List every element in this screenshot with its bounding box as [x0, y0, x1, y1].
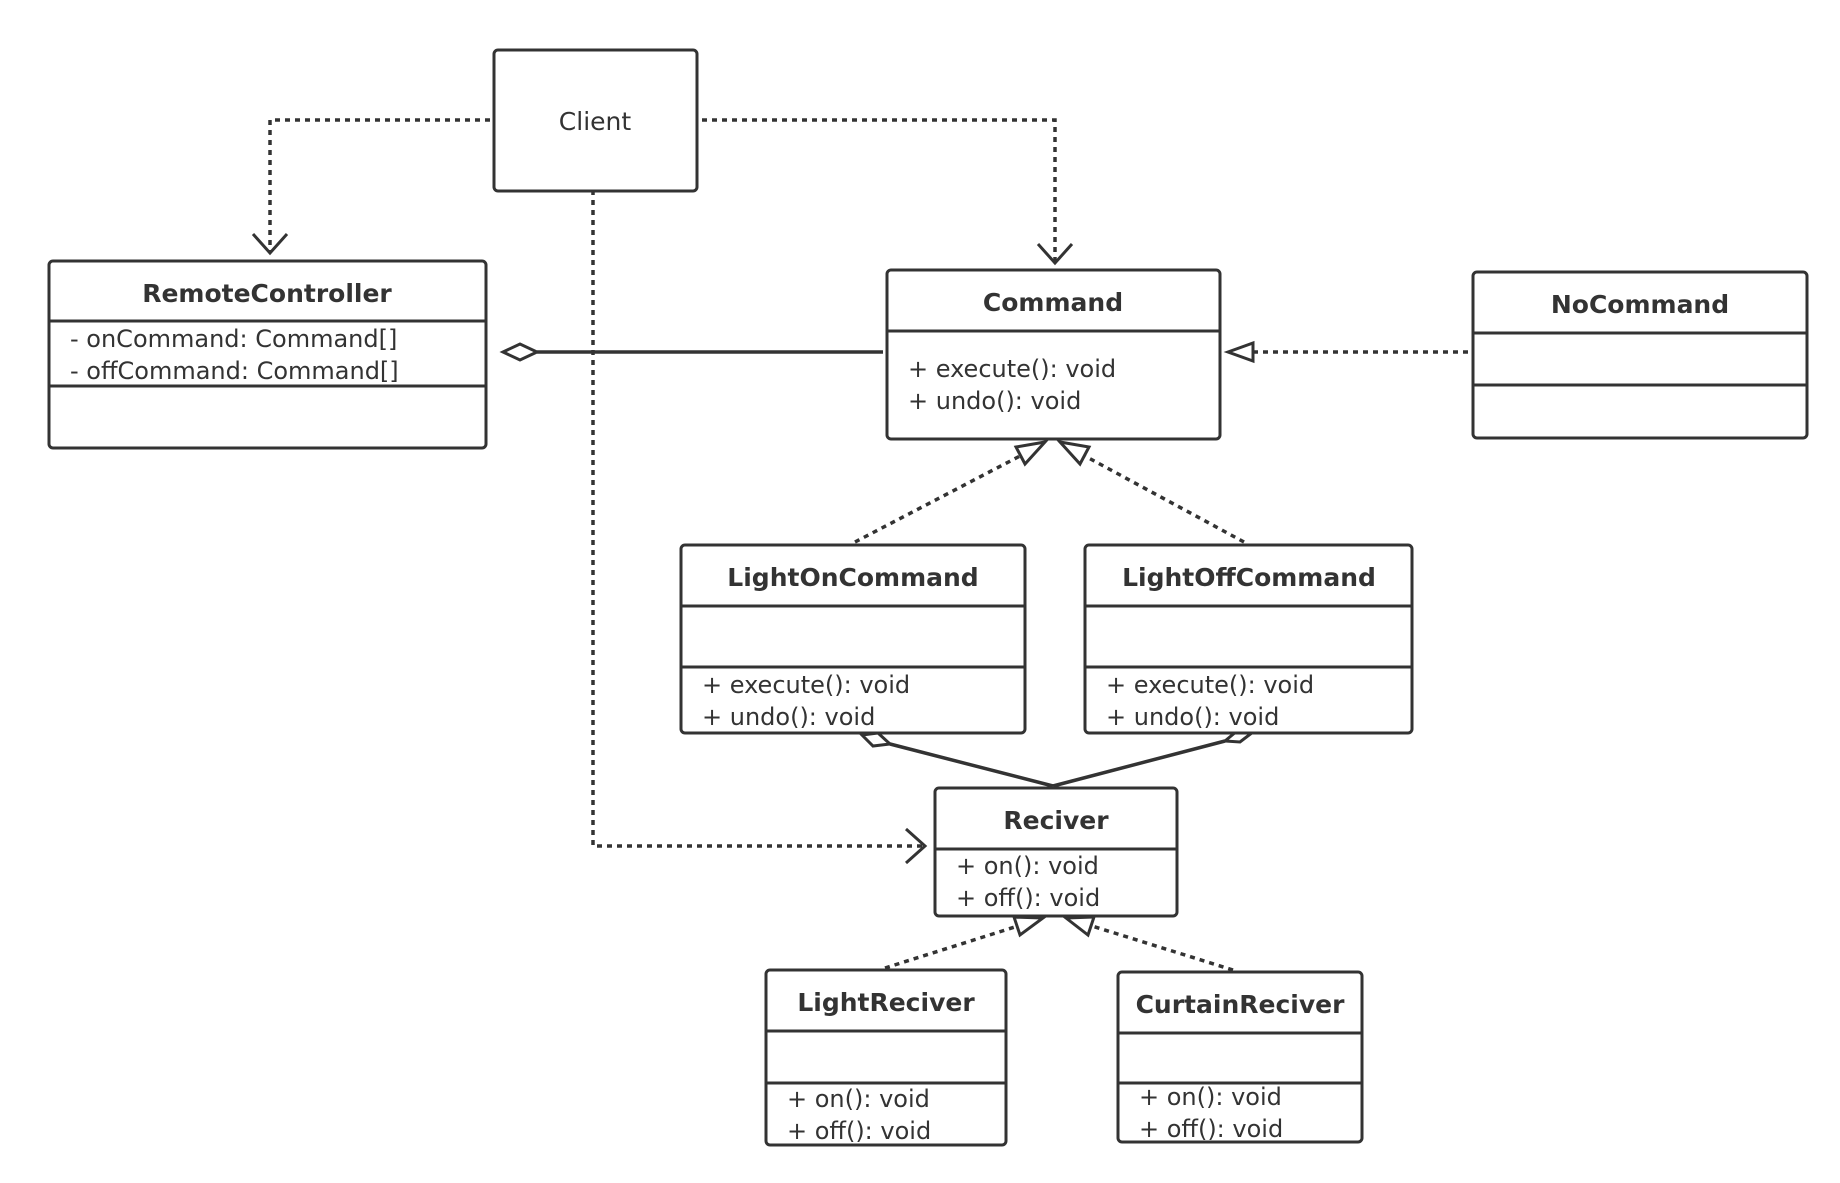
aggregation-diamond: [499, 342, 541, 362]
class-client[interactable]: Client: [492, 48, 699, 193]
realization-triangle: [1055, 439, 1092, 467]
aggregation-lightoncommand-reciver: [858, 731, 1054, 788]
class-lightoncommand[interactable]: LightOnCommand + execute(): void + undo(…: [679, 543, 1027, 735]
class-method: + off(): void: [956, 884, 1100, 912]
realization-curtainreciver-reciver: [1061, 915, 1234, 972]
dependency-client-to-reciver: [591, 190, 928, 865]
class-frame: [1083, 543, 1414, 735]
class-frame: [492, 48, 699, 193]
open-arrowhead: [1036, 242, 1074, 266]
class-method: + undo(): void: [702, 703, 875, 731]
realization-lightoffcommand-command: [1055, 439, 1245, 544]
class-method: + on(): void: [956, 852, 1099, 880]
class-lightreciver[interactable]: LightReciver + on(): void + off(): void: [764, 968, 1008, 1147]
class-method: + on(): void: [1139, 1083, 1282, 1111]
class-method: + undo(): void: [908, 387, 1081, 415]
class-frame: [764, 968, 1008, 1147]
class-frame: [679, 543, 1027, 735]
class-method: + on(): void: [787, 1085, 930, 1113]
class-method: + off(): void: [787, 1117, 931, 1145]
aggregation-remotecontroller-command: [499, 342, 883, 362]
dependency-client-to-remotecontroller: [251, 118, 490, 256]
realization-triangle: [1011, 915, 1048, 938]
class-method: + execute(): void: [702, 671, 910, 699]
class-title: Reciver: [1003, 806, 1109, 835]
class-frame: [933, 786, 1179, 918]
realization-triangle: [1061, 915, 1097, 938]
class-title: LightReciver: [797, 988, 975, 1017]
class-method: + undo(): void: [1106, 703, 1279, 731]
class-curtainreciver[interactable]: CurtainReciver + on(): void + off(): voi…: [1116, 970, 1364, 1144]
class-title: LightOffCommand: [1122, 563, 1376, 592]
class-attribute: - onCommand: Command[]: [70, 325, 397, 353]
class-title: CurtainReciver: [1136, 990, 1346, 1019]
class-frame: [1116, 970, 1364, 1144]
aggregation-lightoffcommand-reciver: [1052, 729, 1258, 788]
class-remotecontroller[interactable]: RemoteController - onCommand: Command[] …: [47, 259, 488, 450]
class-frame: [1471, 270, 1809, 440]
class-title: NoCommand: [1551, 290, 1729, 319]
class-attribute: - offCommand: Command[]: [70, 357, 399, 385]
class-reciver[interactable]: Reciver + on(): void + off(): void: [933, 786, 1179, 918]
class-title: RemoteController: [142, 279, 392, 308]
class-frame: [885, 268, 1222, 441]
class-lightoffcommand[interactable]: LightOffCommand + execute(): void + undo…: [1083, 543, 1414, 735]
realization-triangle: [1223, 340, 1255, 364]
realization-triangle: [1013, 439, 1050, 467]
class-command[interactable]: Command + execute(): void + undo(): void: [885, 268, 1222, 441]
class-nocommand[interactable]: NoCommand: [1471, 270, 1809, 440]
aggregation-diamond: [858, 731, 894, 748]
dependency-client-to-command: [692, 118, 1074, 266]
realization-lightoncommand-command: [854, 439, 1050, 544]
class-title: Command: [983, 288, 1123, 317]
realization-lightreciver-reciver: [884, 915, 1048, 970]
open-arrowhead: [251, 232, 289, 256]
realization-nocommand-command: [1223, 340, 1468, 364]
class-method: + execute(): void: [908, 355, 1116, 383]
class-title: LightOnCommand: [727, 563, 978, 592]
class-title: Client: [559, 107, 632, 136]
class-method: + off(): void: [1139, 1115, 1283, 1143]
class-method: + execute(): void: [1106, 671, 1314, 699]
open-arrowhead: [904, 827, 928, 865]
class-frame: [47, 259, 488, 450]
